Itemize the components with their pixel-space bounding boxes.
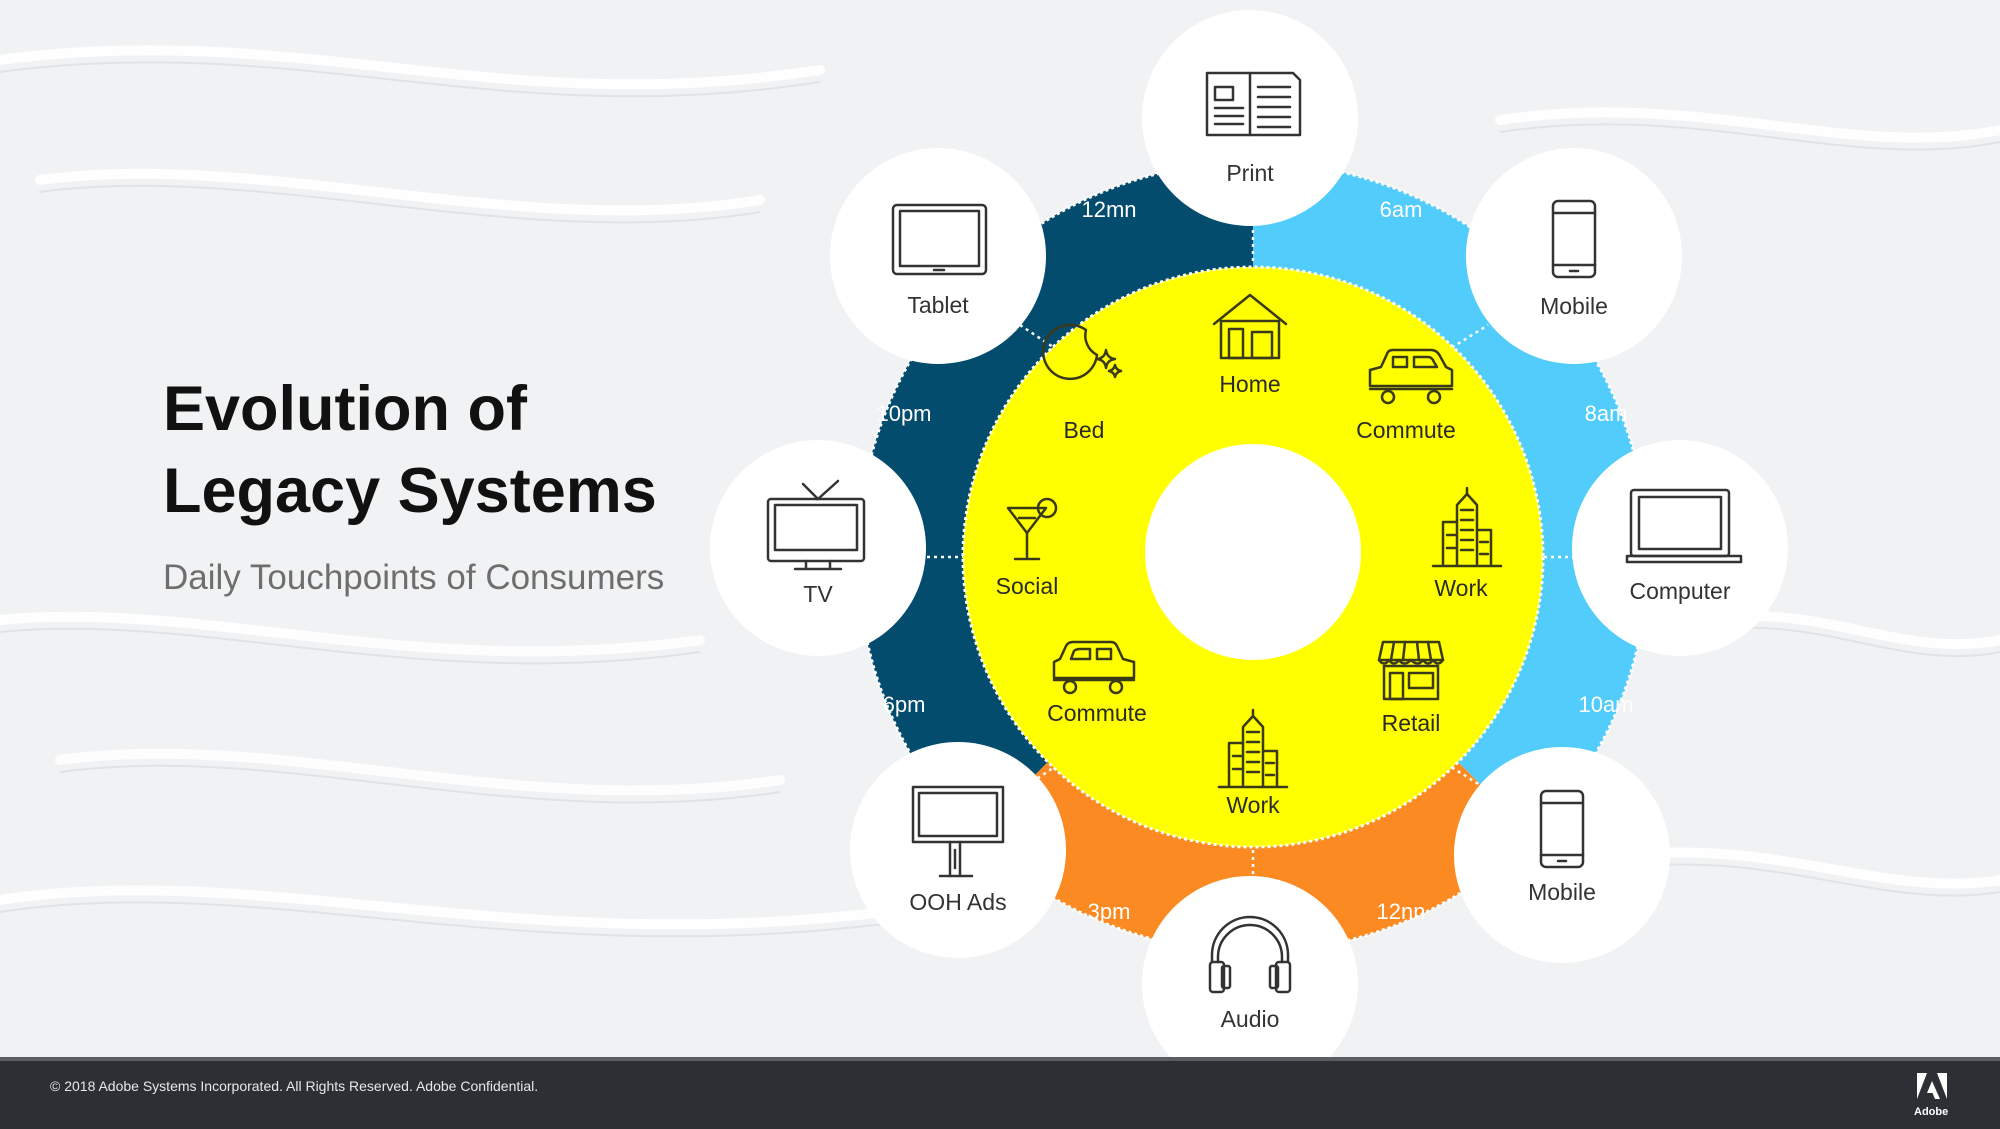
location-label-bed: Bed [1064, 417, 1105, 443]
location-work-afternoon: Work [1217, 708, 1289, 818]
time-label-8am: 8am [1585, 401, 1628, 426]
location-home: Home [1212, 293, 1288, 397]
copyright-text: © 2018 Adobe Systems Incorporated. All R… [50, 1078, 539, 1094]
location-label-commute-evening: Commute [1047, 700, 1147, 726]
tv-icon [766, 479, 866, 571]
location-bed: Bed [1041, 323, 1123, 443]
time-label-6pm: 6pm [883, 692, 926, 717]
location-label-work-afternoon: Work [1226, 792, 1280, 818]
touchpoint-tv: TV [710, 440, 926, 656]
smartphone-icon [1551, 199, 1597, 279]
time-label-3pm: 3pm [1088, 899, 1131, 924]
time-label-6am: 6am [1380, 197, 1423, 222]
office-building-icon [1431, 486, 1503, 568]
title-line-2: Legacy Systems [163, 456, 657, 526]
location-commute-morning: Commute [1356, 348, 1456, 443]
smartphone-icon [1539, 789, 1585, 869]
location-label-home: Home [1219, 371, 1280, 397]
touchpoint-ooh-ads: OOH Ads [850, 742, 1066, 958]
location-retail: Retail [1377, 640, 1445, 736]
adobe-wordmark: Adobe [1914, 1106, 1949, 1118]
location-commute-evening: Commute [1047, 640, 1147, 726]
billboard-icon [911, 785, 1005, 878]
location-label-social: Social [996, 573, 1059, 599]
time-label-10pm: 10pm [876, 401, 931, 426]
storefront-icon [1377, 640, 1445, 701]
headphones-icon [1208, 915, 1292, 994]
touchpoint-label-audio: Audio [1221, 1006, 1280, 1032]
touchpoint-print: Print [1142, 10, 1358, 226]
page-subtitle: Daily Touchpoints of Consumers [163, 558, 665, 597]
location-label-retail: Retail [1382, 710, 1441, 736]
touchpoint-label-computer: Computer [1630, 578, 1731, 604]
touchpoint-computer: Computer [1572, 440, 1788, 656]
touchpoint-audio: Audio [1142, 876, 1358, 1092]
paint-texture-background [0, 45, 2000, 938]
house-icon [1212, 293, 1288, 360]
title-line-1: Evolution of [163, 374, 527, 444]
time-label-10am: 10am [1578, 692, 1633, 717]
touchpoint-label-mobile-morning: Mobile [1540, 293, 1608, 319]
center-hole [1145, 444, 1361, 660]
touchpoint-label-tv: TV [803, 581, 833, 607]
page-title: Evolution of Legacy Systems [163, 368, 783, 532]
car-icon [1368, 348, 1454, 405]
car-icon [1052, 640, 1136, 695]
laptop-icon [1625, 488, 1743, 564]
location-label-commute-morning: Commute [1356, 417, 1456, 443]
touchpoint-label-ooh-ads: OOH Ads [909, 889, 1006, 915]
touchpoint-mobile-morning: Mobile [1466, 148, 1682, 364]
touchpoint-label-tablet: Tablet [907, 292, 969, 318]
footer-bar: © 2018 Adobe Systems Incorporated. All R… [0, 1057, 2000, 1129]
touchpoint-label-mobile-noon: Mobile [1528, 879, 1596, 905]
cocktail-icon [1006, 497, 1058, 561]
office-building-icon [1217, 708, 1289, 789]
location-work-morning: Work [1431, 486, 1503, 601]
touchpoint-tablet: Tablet [830, 148, 1046, 364]
adobe-logo-icon [1917, 1073, 1947, 1099]
tablet-icon [891, 203, 988, 276]
moon-stars-icon [1041, 323, 1123, 381]
touchpoint-mobile-noon: Mobile [1454, 747, 1670, 963]
time-label-12mn: 12mn [1081, 197, 1136, 222]
newspaper-icon [1205, 71, 1302, 137]
location-social: Social [996, 497, 1059, 599]
time-label-12nn: 12nn [1377, 899, 1426, 924]
location-label-work-morning: Work [1434, 575, 1488, 601]
touchpoint-label-print: Print [1226, 160, 1274, 186]
